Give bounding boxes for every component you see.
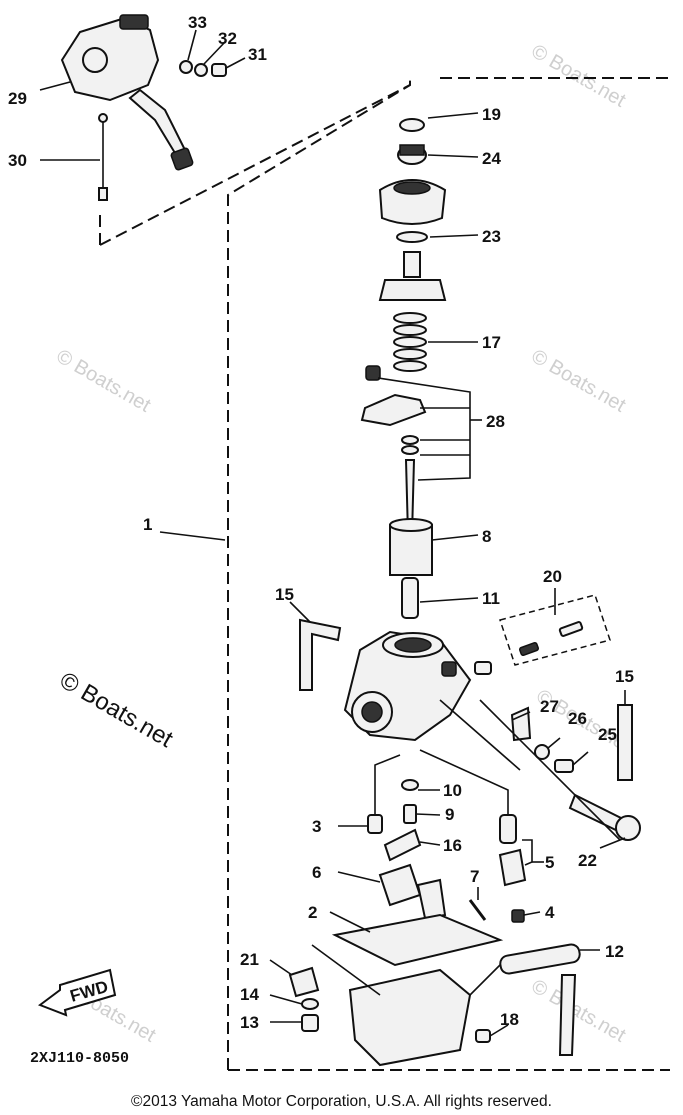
throttle-screw-part-22 <box>568 793 641 841</box>
watermark: © Boats.net <box>528 975 630 1047</box>
hose-parts-15 <box>299 618 633 781</box>
throttle-housing-part-29 <box>60 14 194 171</box>
callout-11: 11 <box>482 589 500 608</box>
callout-14: 14 <box>240 985 259 1004</box>
callout-labels: 1 2 3 4 5 6 7 8 9 10 11 12 13 14 15 15 1… <box>8 13 634 1032</box>
callout-22: 22 <box>578 851 597 870</box>
callout-3: 3 <box>312 817 321 836</box>
callout-27: 27 <box>540 697 559 716</box>
callout-6: 6 <box>312 863 321 882</box>
callout-30: 30 <box>8 151 27 170</box>
watermark: © Boats.net <box>528 345 630 417</box>
watermark-large: © Boats.net <box>55 667 178 753</box>
callout-29: 29 <box>8 89 27 108</box>
callout-17: 17 <box>482 333 501 352</box>
callout-19: 19 <box>482 105 501 124</box>
callout-12: 12 <box>605 942 624 961</box>
callout-16: 16 <box>443 836 462 855</box>
carburetor-exploded-diagram: © Boats.net © Boats.net © Boats.net © Bo… <box>8 13 670 1071</box>
upper-stack-parts <box>360 118 447 619</box>
callout-25: 25 <box>598 725 617 744</box>
leader-lines <box>39 29 626 1037</box>
callout-5: 5 <box>545 853 554 872</box>
fwd-arrow-icon: FWD <box>37 968 117 1017</box>
callout-20: 20 <box>543 567 562 586</box>
callout-24: 24 <box>482 149 501 168</box>
callout-13: 13 <box>240 1013 259 1032</box>
watermark: © Boats.net <box>528 40 630 112</box>
callout-4: 4 <box>545 903 555 922</box>
diagram-reference-code: 2XJ110-8050 <box>30 1050 129 1067</box>
callout-31: 31 <box>248 45 267 64</box>
callout-15a: 15 <box>275 585 294 604</box>
hardware-parts-31-33 <box>179 60 227 77</box>
callout-18: 18 <box>500 1010 519 1029</box>
copyright-notice: ©2013 Yamaha Motor Corporation, U.S.A. A… <box>131 1093 552 1110</box>
callout-28: 28 <box>486 412 505 431</box>
spring-part-17 <box>393 312 427 372</box>
callout-26: 26 <box>568 709 587 728</box>
float-bowl-assembly <box>288 913 581 1067</box>
watermarks: © Boats.net © Boats.net © Boats.net © Bo… <box>53 40 635 1047</box>
callout-1: 1 <box>143 515 152 534</box>
cable-part-30 <box>98 113 108 201</box>
callout-15b: 15 <box>615 667 634 686</box>
callout-21: 21 <box>240 950 259 969</box>
assembly-boundary <box>99 75 670 1071</box>
callout-7: 7 <box>470 867 479 886</box>
callout-32: 32 <box>218 29 237 48</box>
callout-33: 33 <box>188 13 207 32</box>
callout-9: 9 <box>445 805 454 824</box>
callout-8: 8 <box>482 527 491 546</box>
parts-25-27 <box>510 706 574 773</box>
pilot-screw-kit-part-20 <box>499 594 611 666</box>
watermark: © Boats.net <box>53 345 155 417</box>
callout-2: 2 <box>308 903 317 922</box>
callout-23: 23 <box>482 227 501 246</box>
carburetor-body <box>343 630 492 742</box>
lower-parts <box>367 779 527 923</box>
callout-10: 10 <box>443 781 462 800</box>
